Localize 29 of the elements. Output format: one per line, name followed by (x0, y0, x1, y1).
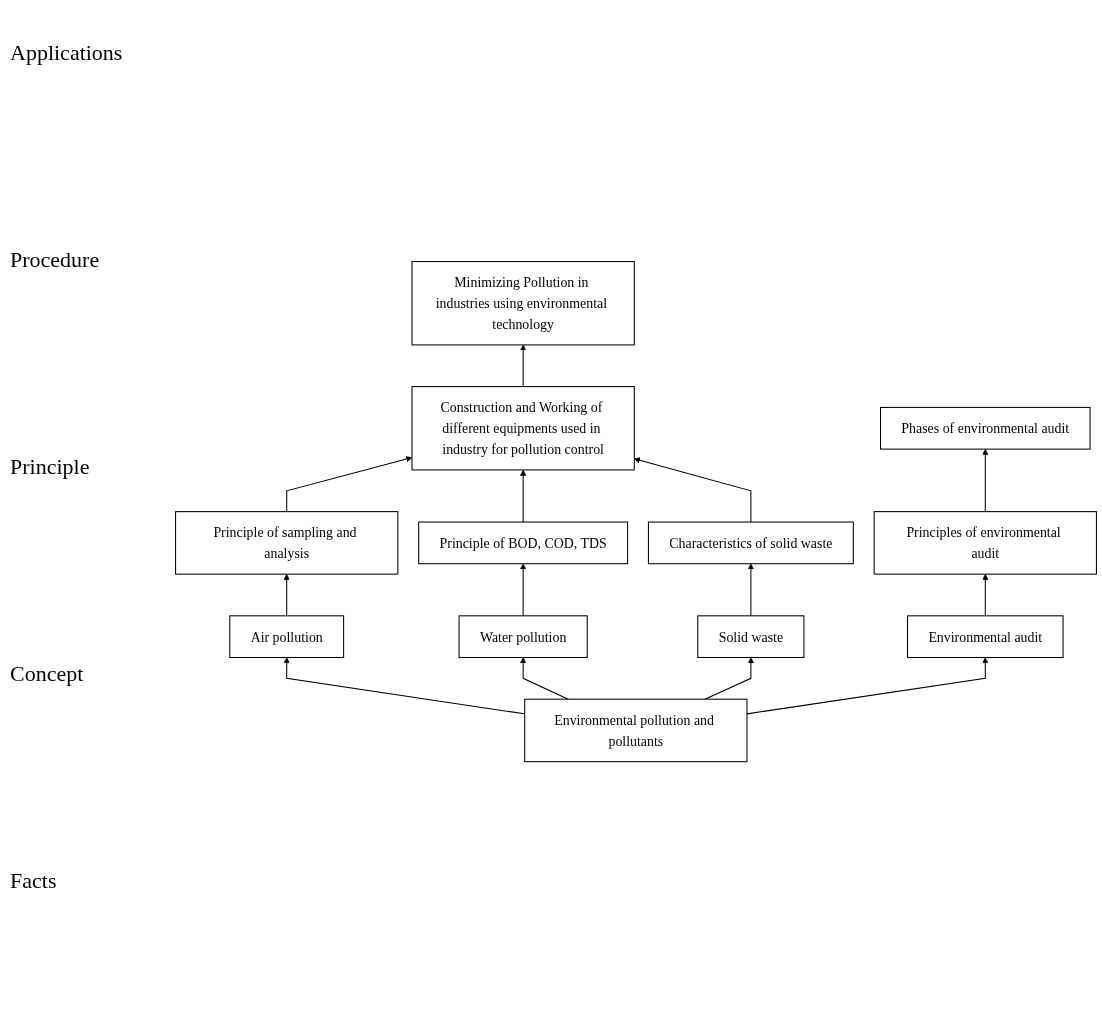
arrow (982, 449, 989, 513)
node-box: Characteristics of solid waste (647, 521, 854, 565)
arrow (520, 470, 527, 523)
node-box: Minimizing Pollution in industries using environmental technology (411, 261, 635, 346)
arrow (520, 563, 527, 617)
node-box: Principles of environmental audit (873, 511, 1097, 576)
node-box: Air pollution (229, 615, 345, 659)
arrow (520, 345, 527, 388)
node-box: Solid waste (697, 615, 805, 659)
node-box: Environmental pollution and pollutants (524, 699, 748, 763)
node-box: Construction and Working of different equipments used in industry for pollution control (411, 386, 635, 471)
node-box: Water pollution (458, 615, 588, 659)
arrow (982, 574, 989, 617)
node-box: Environmental audit (907, 615, 1064, 659)
node-box: Principle of sampling and analysis (175, 511, 399, 576)
node-box: Principle of BOD, COD, TDS (418, 521, 629, 565)
arrow (286, 456, 413, 513)
arrow (704, 657, 754, 701)
level-label: Principle (10, 454, 91, 480)
level-label: Procedure (10, 247, 101, 273)
arrow (634, 457, 752, 523)
arrow (746, 657, 989, 715)
level-label: Facts (10, 868, 58, 894)
level-label: Applications (10, 40, 124, 66)
arrow (747, 563, 754, 617)
level-label: Concept (10, 661, 85, 687)
arrow (283, 574, 290, 617)
arrow (520, 657, 569, 701)
node-box: Phases of environmental audit (880, 407, 1091, 450)
